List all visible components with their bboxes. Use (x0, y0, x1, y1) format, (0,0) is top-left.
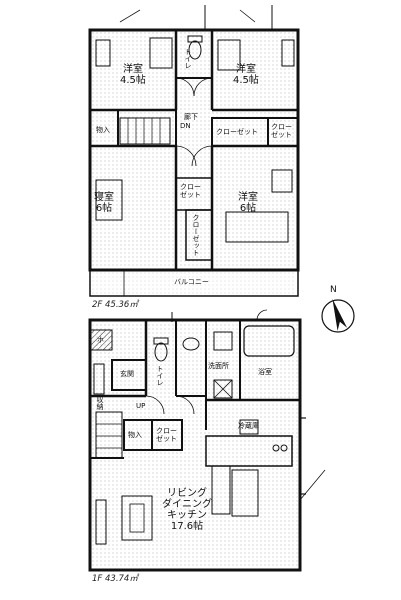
room-bedroom: 寝室 6帖 (94, 192, 114, 214)
compass-north-label: N (330, 285, 337, 295)
room-closet-main: クローゼット (216, 128, 258, 136)
floor-1f-plan (88, 309, 326, 572)
compass-icon: N (321, 285, 355, 333)
room-western-6: 洋室 6帖 (238, 192, 258, 214)
room-bathroom: 浴室 (258, 368, 272, 376)
floor-1f-caption: 1F 43.74㎡ (92, 574, 138, 584)
stairs-down-label: DN (180, 122, 191, 130)
room-western-nw: 洋室 4.5帖 (120, 64, 146, 86)
fridge-label: 冷蔵庫 (238, 422, 259, 430)
room-storage-2f: 物入 (96, 126, 110, 134)
room-closet-right: クロー ゼット (271, 123, 292, 139)
room-storage-1f: 物入 (128, 431, 142, 439)
room-entrance: 玄関 (120, 370, 134, 378)
stairs-up-label: UP (136, 402, 146, 410)
room-ldk: リビング ダイニング キッチン 17.6帖 (162, 488, 212, 532)
room-shoes: ホ (97, 336, 104, 344)
room-closet-mid: クロー ゼット (180, 183, 201, 199)
room-western-ne: 洋室 4.5帖 (233, 64, 259, 86)
floor-2f-caption: 2F 45.36㎡ (92, 300, 138, 310)
room-washroom: 洗面所 (208, 362, 229, 370)
room-closet-vertical: クローゼット (192, 214, 200, 256)
room-toilet-1f: トイレ (156, 365, 164, 386)
room-toilet-2f: トイレ (184, 48, 192, 69)
room-shoe-closet: 収納 (96, 396, 104, 410)
floor-2f-plan (88, 5, 300, 297)
room-hallway: 廊下 (184, 113, 198, 121)
room-balcony: バルコニー (174, 278, 209, 286)
room-closet-1f: クロー ゼット (156, 427, 177, 443)
